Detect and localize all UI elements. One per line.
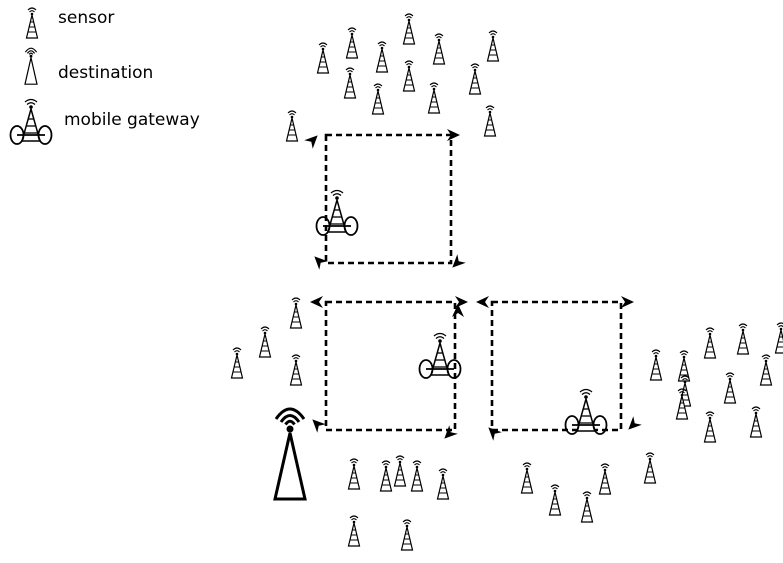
sensor-tower-icon xyxy=(371,83,385,115)
sensor-tower-icon xyxy=(580,491,594,523)
sensor-tower-icon xyxy=(723,372,737,404)
sensor-tower-icon xyxy=(289,354,303,386)
top-left-cluster xyxy=(285,110,299,142)
sensor-tower-icon xyxy=(402,60,416,92)
sensor-tower-icon xyxy=(316,42,330,74)
sensor-tower-icon xyxy=(468,63,482,95)
sensor-tower-icon xyxy=(736,323,750,355)
sensor-tower-icon xyxy=(289,297,303,329)
sensor-tower-icon xyxy=(410,460,424,492)
route-bottom-right xyxy=(490,300,623,432)
destination-tower-icon xyxy=(273,407,307,501)
legend xyxy=(9,7,53,145)
sensor-tower-icon xyxy=(379,460,393,492)
sensor-tower-icon xyxy=(230,347,244,379)
sensor-tower-icon xyxy=(548,484,562,516)
sensor-tower-icon xyxy=(285,110,299,142)
bottom-left-cluster xyxy=(230,297,450,551)
arrowhead-icon xyxy=(310,252,328,270)
legend-destination-icon xyxy=(24,47,38,85)
sensor-tower-icon xyxy=(436,468,450,500)
sensor-tower-icon xyxy=(703,411,717,443)
sensor-tower-icon xyxy=(347,458,361,490)
sensor-tower-icon xyxy=(402,13,416,45)
sensor-tower-icon xyxy=(643,452,657,484)
arrowhead-icon xyxy=(476,296,489,308)
arrowhead-icon xyxy=(304,131,322,149)
sensor-tower-icon xyxy=(258,326,272,358)
sensor-tower-icon xyxy=(486,30,500,62)
legend-sensor-icon xyxy=(25,7,39,39)
bottom-middle-cluster xyxy=(520,452,657,523)
arrowhead-icon xyxy=(624,416,642,434)
sensor-tower-icon xyxy=(483,105,497,137)
sensor-tower-icon xyxy=(759,354,773,386)
mobile-gateway-icon xyxy=(564,388,608,435)
sensor-tower-icon xyxy=(703,327,717,359)
arrowhead-icon xyxy=(455,296,468,308)
sensor-tower-icon xyxy=(400,519,414,551)
arrowhead-icon xyxy=(310,296,323,308)
sensor-tower-icon xyxy=(347,515,361,547)
sensor-tower-icon xyxy=(774,322,783,354)
gateway-routes xyxy=(324,133,623,432)
legend-mobile-gateway-icon xyxy=(9,98,53,145)
legend-mobile-gateway-label: mobile gateway xyxy=(64,110,200,130)
arrowhead-icon xyxy=(621,296,634,308)
sensor-tower-icon xyxy=(749,406,763,438)
legend-sensor-label: sensor xyxy=(58,8,115,28)
sensor-tower-icon xyxy=(520,462,534,494)
sensor-tower-icon xyxy=(343,67,357,99)
arrowhead-icon xyxy=(308,415,326,433)
mobile-gateway-icon xyxy=(315,189,359,236)
route-top-left xyxy=(324,133,453,265)
route-bottom-left xyxy=(324,300,457,432)
sensor-tower-icon xyxy=(427,82,441,114)
sensor-field xyxy=(230,13,783,551)
sensor-tower-icon xyxy=(393,455,407,487)
right-cluster xyxy=(649,322,783,443)
sensor-tower-icon xyxy=(598,463,612,495)
sensor-tower-icon xyxy=(375,41,389,73)
sensor-tower-icon xyxy=(432,33,446,65)
sensor-tower-icon xyxy=(649,349,663,381)
top-cluster xyxy=(316,13,500,137)
route-arrows xyxy=(304,129,642,443)
sensor-tower-icon xyxy=(345,27,359,59)
legend-destination-label: destination xyxy=(58,63,154,83)
